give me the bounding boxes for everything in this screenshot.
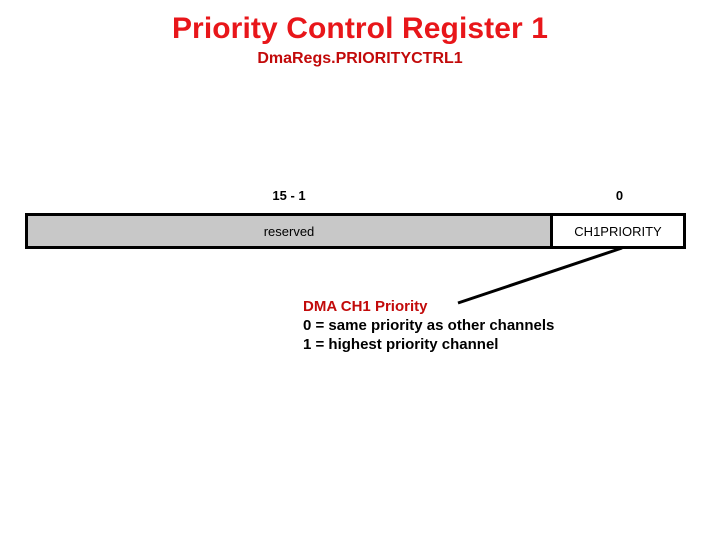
bit-number-row: 15 - 1 0 [25, 188, 686, 208]
register-field-ch1priority: CH1PRIORITY [553, 216, 683, 246]
callout-description-line-1: 1 = highest priority channel [303, 336, 499, 353]
register-field-reserved: reserved [28, 216, 553, 246]
leader-line-segment [457, 246, 623, 305]
callout-title: DMA CH1 Priority [303, 298, 428, 315]
callout-text-block: DMA CH1 Priority 0 = same priority as ot… [303, 297, 683, 354]
register-field-table: reserved CH1PRIORITY [25, 213, 686, 249]
bit-label-reserved: 15 - 1 [272, 188, 306, 203]
register-symbol-subtitle: DmaRegs.PRIORITYCTRL1 [257, 50, 463, 67]
page-title: Priority Control Register 1 [171, 12, 549, 45]
callout-description-line-0: 0 = same priority as other channels [303, 317, 555, 334]
bit-label-ch1priority: 0 [615, 188, 624, 203]
